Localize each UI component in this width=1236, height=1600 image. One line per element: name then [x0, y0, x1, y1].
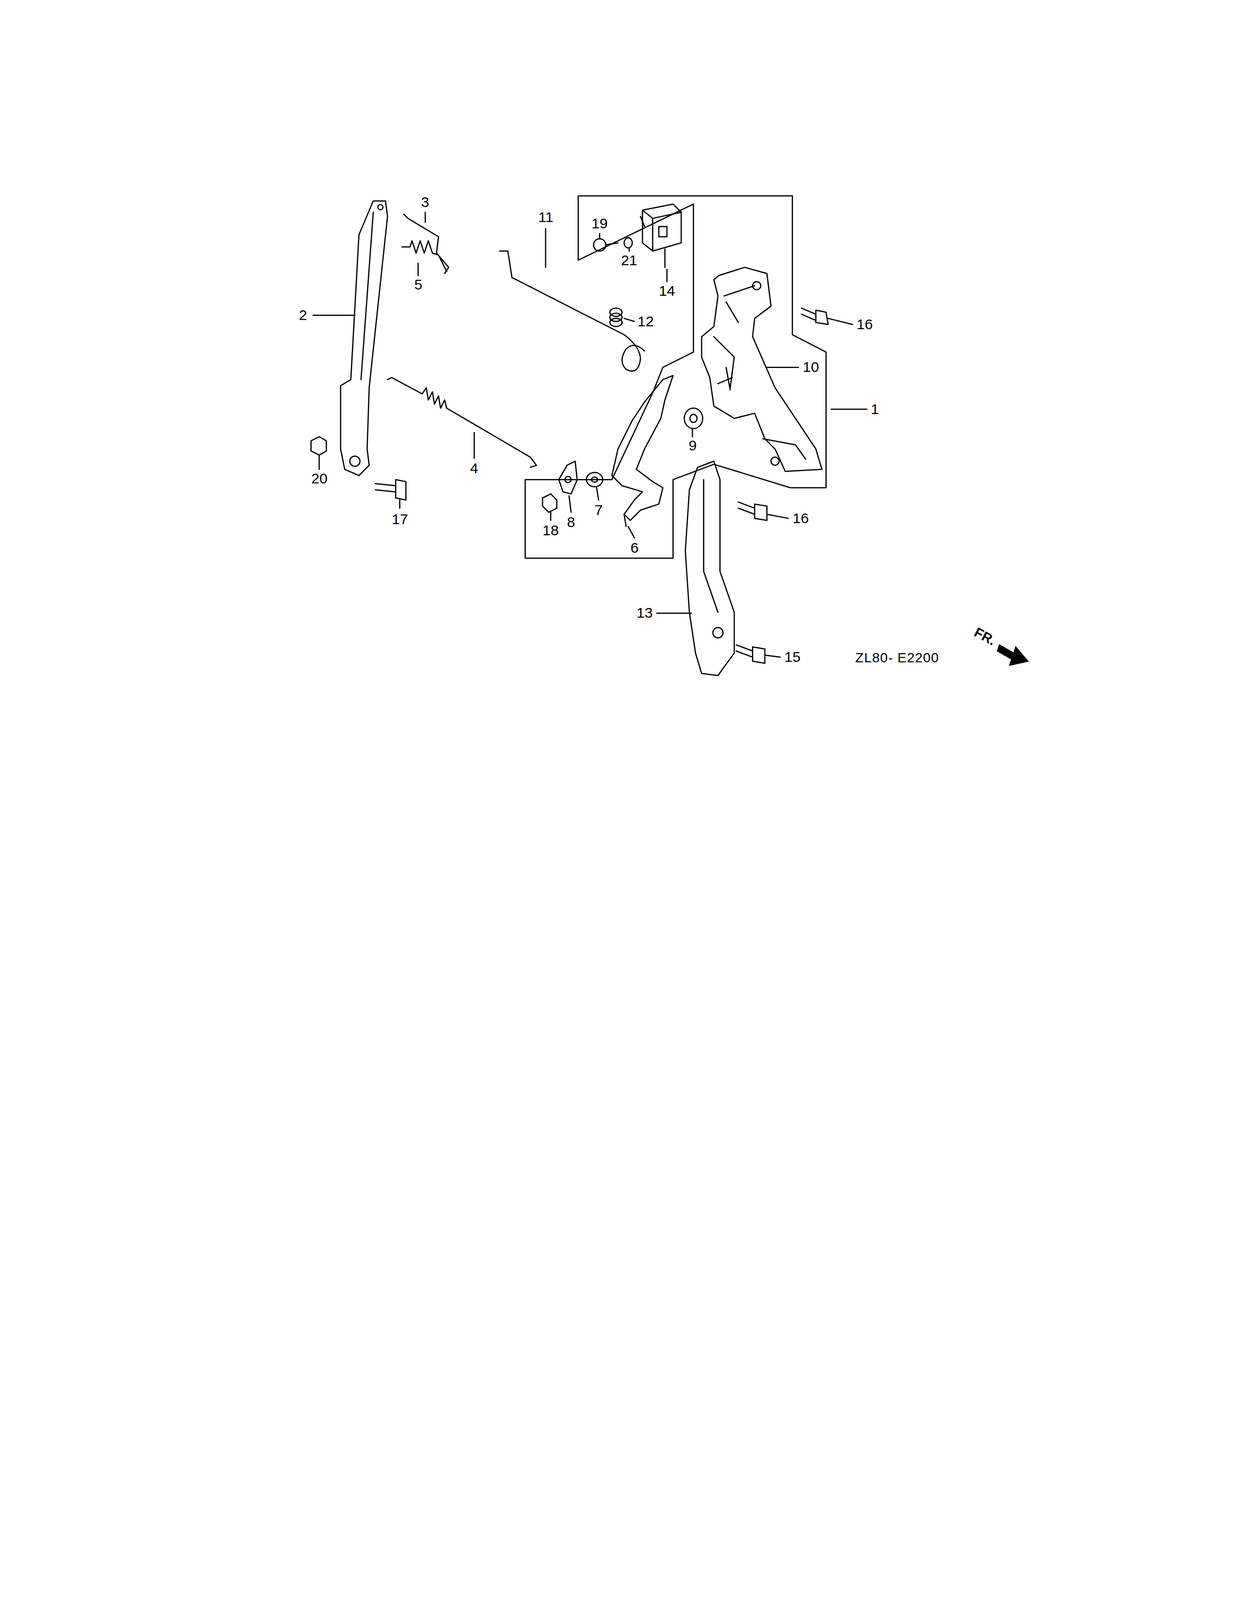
- control-bracket: [701, 267, 823, 472]
- bolt: [801, 308, 829, 325]
- lever: [340, 201, 388, 476]
- callout-number: 15: [784, 649, 801, 665]
- washer: [586, 472, 603, 487]
- callout-number: 7: [594, 502, 603, 518]
- switch: [640, 204, 682, 268]
- washer: [624, 237, 633, 248]
- cover-plate: [685, 460, 735, 676]
- callout-number: 5: [414, 277, 423, 292]
- callout-number: 11: [538, 209, 554, 225]
- spring: [401, 240, 447, 272]
- callout-number: 4: [470, 460, 479, 476]
- bolt: [736, 644, 765, 664]
- small-lever: [558, 460, 578, 494]
- control-lever-plate: [611, 375, 673, 521]
- callout-number: 16: [792, 510, 809, 526]
- throttle-rod: [387, 377, 537, 468]
- leader-line: [313, 212, 867, 658]
- callout-number: 19: [591, 216, 608, 231]
- callout-number: 17: [391, 511, 408, 527]
- callout-number: 1: [871, 401, 880, 417]
- callout-number: 13: [636, 605, 653, 620]
- callout-number: 2: [299, 307, 308, 323]
- bolt: [738, 501, 767, 521]
- callout-number: 16: [856, 316, 873, 332]
- callout-number: 14: [658, 283, 675, 299]
- front-arrow: [997, 644, 1029, 666]
- front-label: FR.: [972, 625, 999, 648]
- small-spring: [609, 308, 622, 327]
- group-outline: [525, 195, 827, 558]
- callout-number: 12: [637, 314, 654, 329]
- callout-number: 9: [688, 438, 698, 453]
- callout-number: 18: [542, 522, 559, 538]
- nut: [542, 493, 557, 513]
- bolt: [375, 479, 406, 500]
- callout-number: 8: [567, 514, 576, 530]
- callout-number: 3: [421, 194, 430, 210]
- callout-number: 20: [311, 471, 328, 486]
- washer: [684, 408, 703, 429]
- governor-spring-wire: [499, 251, 645, 372]
- nut: [311, 436, 327, 456]
- callout-number: 10: [802, 359, 819, 375]
- callout-number: 6: [630, 540, 639, 555]
- callout-number: 21: [620, 253, 637, 268]
- figure-code: ZL80- E2200: [855, 650, 940, 665]
- screw: [593, 238, 606, 251]
